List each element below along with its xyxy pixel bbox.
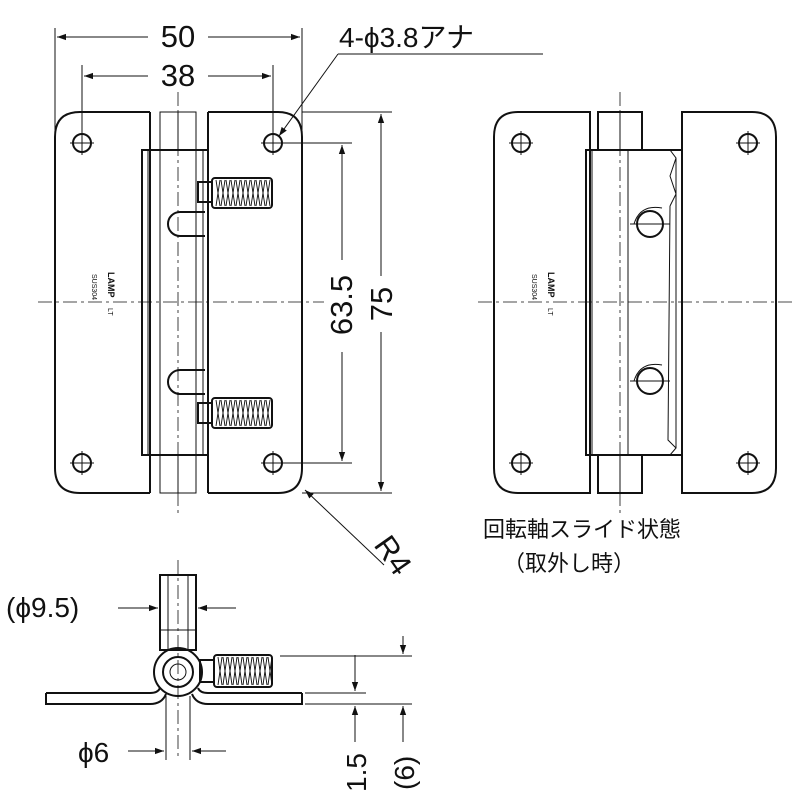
- right-leaf-outline: [208, 111, 303, 494]
- slide-right-leaf: [681, 111, 777, 494]
- dim-hole-pitch-width: 38: [161, 58, 195, 93]
- side-left-plate: [45, 687, 167, 705]
- mounting-holes: [70, 131, 285, 475]
- slide-state-caption-sub: （取外し時）: [503, 551, 635, 576]
- side-right-plate: [191, 687, 303, 705]
- spring-plunger-lower: [197, 397, 273, 429]
- dim-hole-pitch-height: 63.5: [324, 275, 359, 335]
- dim-shaft-diameter: ϕ6: [78, 737, 109, 768]
- dim-total-height: (6): [389, 756, 420, 790]
- slide-mounting-holes: [509, 131, 760, 475]
- leaf-marking: LAMP LT SUS304: [90, 272, 116, 316]
- dim-corner-radius: R4: [367, 529, 418, 582]
- material-marking: SUS304: [90, 274, 97, 300]
- slide-brand-suffix-marking: LT: [546, 308, 553, 316]
- knuckle: [141, 149, 209, 456]
- brand-marking: LAMP: [106, 272, 116, 298]
- dim-pin-diameter: (ϕ9.5): [6, 592, 79, 623]
- side-spring-plunger: [199, 654, 273, 688]
- left-leaf-outline: [54, 111, 150, 494]
- slot-upper: [167, 211, 205, 237]
- slide-state-view: LAMP LT SUS304: [478, 92, 792, 515]
- side-view-dimensions: (ϕ9.5) ϕ6 1.5 (6): [6, 590, 420, 792]
- slide-state-caption: 回転軸スライド状態: [483, 517, 681, 542]
- front-view-dimensions: 50 38 4-ϕ3.8アナ 63.5 75 R4: [54, 19, 543, 582]
- slide-brand-marking: LAMP: [546, 272, 556, 298]
- hole-note: 4-ϕ3.8アナ: [339, 22, 474, 53]
- dim-overall-height: 75: [364, 287, 399, 321]
- dim-overall-width: 50: [161, 19, 195, 54]
- front-view: LAMP LT SUS304: [38, 92, 330, 515]
- slot-lower: [167, 369, 205, 395]
- dim-plate-thickness: 1.5: [341, 753, 372, 792]
- spring-plunger-upper: [197, 177, 273, 209]
- slide-left-leaf: [493, 111, 591, 494]
- brand-suffix-marking: LT: [106, 308, 113, 316]
- side-view: [45, 560, 303, 760]
- slide-leaf-marking: LAMP LT SUS304: [530, 272, 556, 316]
- slide-knuckle: [585, 149, 683, 456]
- slide-material-marking: SUS304: [530, 274, 537, 300]
